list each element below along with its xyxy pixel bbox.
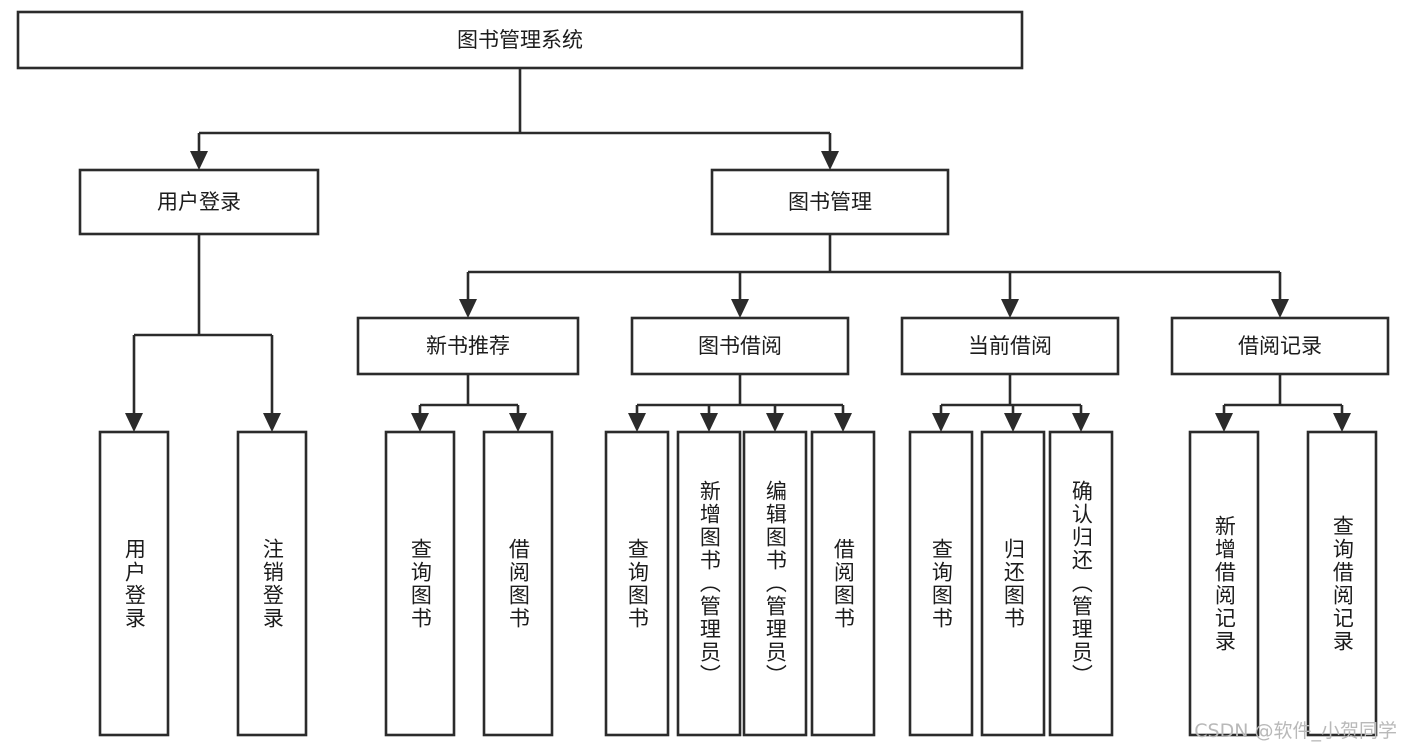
edge-arrowhead <box>263 413 281 432</box>
edge-arrowhead <box>628 413 646 432</box>
node-label-book-manage: 图书管理 <box>788 190 872 214</box>
edge-arrowhead <box>1333 413 1351 432</box>
node-box-book-manage[interactable] <box>710 168 950 236</box>
edge-current-borrow <box>932 374 1090 432</box>
node-box-current-borrow[interactable] <box>900 316 1120 376</box>
edge-borrow-record <box>1215 374 1351 432</box>
edge-arrowhead <box>932 413 950 432</box>
node-label-root: 图书管理系统 <box>457 28 583 52</box>
edge-arrowhead <box>1001 299 1019 318</box>
edge-book-borrow <box>628 374 852 432</box>
node-new-book-recommend[interactable]: 新书推荐 <box>356 316 580 376</box>
node-box-leaf-user-login[interactable] <box>98 430 170 737</box>
node-current-borrow[interactable]: 当前借阅 <box>900 316 1120 376</box>
node-box-leaf-add-record[interactable] <box>1188 430 1260 737</box>
node-box-leaf-add-book[interactable] <box>676 430 742 737</box>
edge-arrowhead <box>1215 413 1233 432</box>
node-leaf-borrow-book-2[interactable] <box>810 430 876 737</box>
edges-layer <box>125 68 1351 432</box>
node-borrow-record[interactable]: 借阅记录 <box>1170 316 1390 376</box>
node-box-leaf-query-book-2[interactable] <box>604 430 670 737</box>
node-label-borrow-record: 借阅记录 <box>1238 334 1322 358</box>
node-box-new-book-recommend[interactable] <box>356 316 580 376</box>
node-box-user-login[interactable] <box>78 168 320 236</box>
edge-book-manage <box>459 234 1289 318</box>
node-label-new-book-recommend: 新书推荐 <box>426 334 510 358</box>
edge-user-login <box>125 234 281 432</box>
node-leaf-query-book-2[interactable] <box>604 430 670 737</box>
edge-arrowhead <box>190 151 208 170</box>
node-leaf-return-book[interactable] <box>980 430 1046 737</box>
node-label-user-login: 用户登录 <box>157 190 241 214</box>
node-box-leaf-confirm-return[interactable] <box>1048 430 1114 737</box>
node-box-leaf-return-book[interactable] <box>980 430 1046 737</box>
watermark: CSDN @软件_小贺同学 <box>1194 720 1397 742</box>
node-leaf-edit-book[interactable] <box>742 430 808 737</box>
node-box-leaf-borrow-book-1[interactable] <box>482 430 554 737</box>
edge-arrowhead <box>700 413 718 432</box>
edge-arrowhead <box>459 299 477 318</box>
node-leaf-confirm-return[interactable] <box>1048 430 1114 737</box>
edge-arrowhead <box>834 413 852 432</box>
node-box-book-borrow[interactable] <box>630 316 850 376</box>
node-box-borrow-record[interactable] <box>1170 316 1390 376</box>
node-box-leaf-edit-book[interactable] <box>742 430 808 737</box>
node-box-leaf-query-book-3[interactable] <box>908 430 974 737</box>
edge-arrowhead <box>509 413 527 432</box>
node-book-borrow[interactable]: 图书借阅 <box>630 316 850 376</box>
node-leaf-add-book[interactable] <box>676 430 742 737</box>
node-leaf-logout[interactable] <box>236 430 308 737</box>
node-label-current-borrow: 当前借阅 <box>968 334 1052 358</box>
edge-arrowhead <box>731 299 749 318</box>
node-box-leaf-query-book-1[interactable] <box>384 430 456 737</box>
node-user-login[interactable]: 用户登录 <box>78 168 320 236</box>
node-leaf-query-book-3[interactable] <box>908 430 974 737</box>
node-leaf-add-record[interactable] <box>1188 430 1260 737</box>
edge-root <box>190 68 839 170</box>
node-root[interactable]: 图书管理系统 <box>16 10 1024 70</box>
node-leaf-borrow-book-1[interactable] <box>482 430 554 737</box>
edge-arrowhead <box>1004 413 1022 432</box>
node-leaf-query-record[interactable] <box>1306 430 1378 737</box>
node-box-leaf-logout[interactable] <box>236 430 308 737</box>
edge-arrowhead <box>125 413 143 432</box>
node-leaf-user-login[interactable] <box>98 430 170 737</box>
edge-arrowhead <box>766 413 784 432</box>
edge-arrowhead <box>1271 299 1289 318</box>
node-label-book-borrow: 图书借阅 <box>698 334 782 358</box>
node-box-leaf-borrow-book-2[interactable] <box>810 430 876 737</box>
edge-arrowhead <box>1072 413 1090 432</box>
node-box-root[interactable] <box>16 10 1024 70</box>
node-book-manage[interactable]: 图书管理 <box>710 168 950 236</box>
node-leaf-query-book-1[interactable] <box>384 430 456 737</box>
edge-new-book-recommend <box>411 374 527 432</box>
edge-arrowhead <box>821 151 839 170</box>
node-box-leaf-query-record[interactable] <box>1306 430 1378 737</box>
edge-arrowhead <box>411 413 429 432</box>
